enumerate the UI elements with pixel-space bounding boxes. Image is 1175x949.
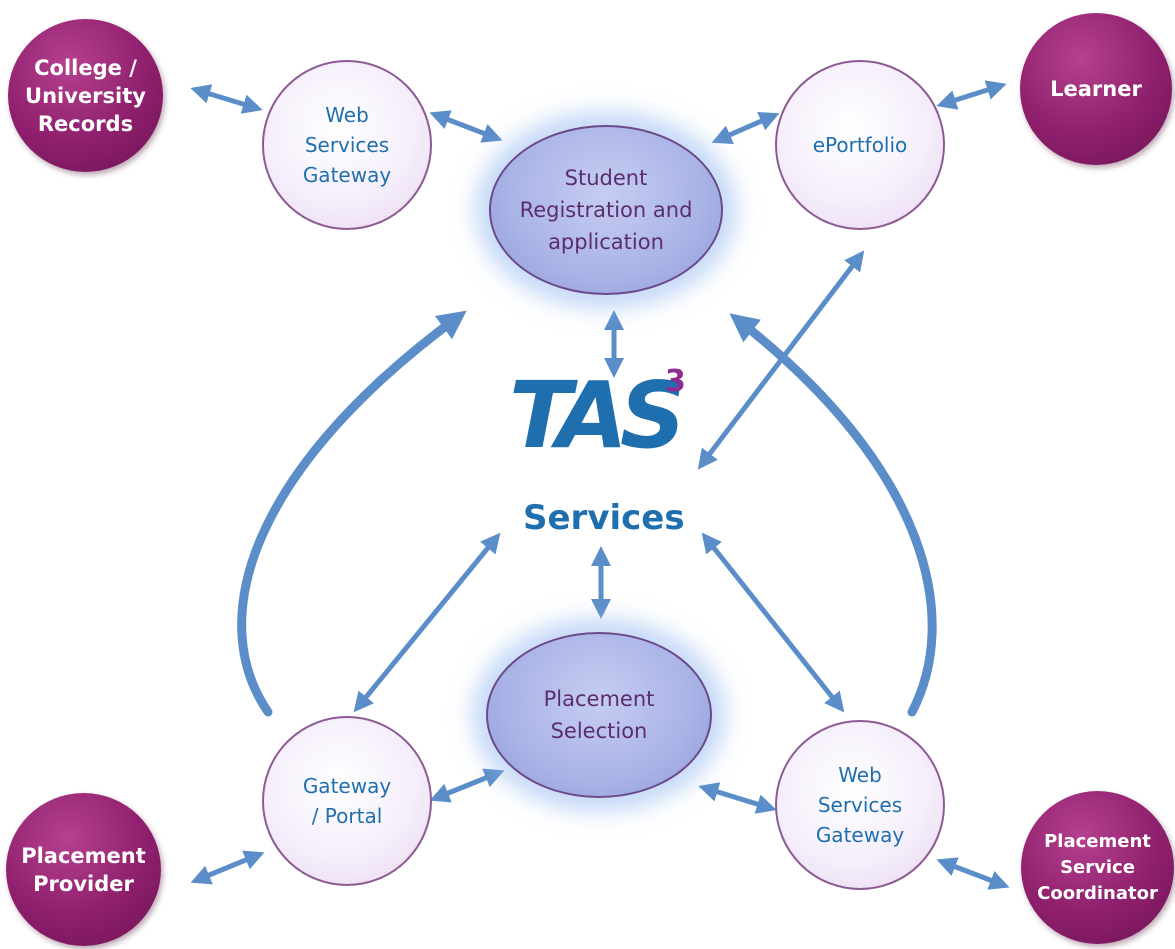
arrow-gateway-registration	[429, 110, 503, 143]
arrow-placement-webgateway	[698, 782, 777, 814]
web-services-gateway-bottom-label: Web Services Gateway	[815, 763, 905, 847]
gateway-portal-label: Gateway / Portal	[302, 774, 392, 828]
tas3-logo-letters: TAS	[509, 362, 686, 469]
placement-coordinator-label: Placement Service Coordinator	[1037, 830, 1158, 904]
placement-selection-node: Placement Selection	[486, 632, 712, 798]
college-records-node: College / University Records	[8, 19, 163, 172]
web-services-gateway-top-node: Web Services Gateway	[262, 60, 432, 230]
arrow-tas3-portal	[353, 532, 501, 713]
student-registration-label: Student Registration and application	[519, 166, 693, 254]
placement-provider-label: Placement Provider	[21, 843, 146, 896]
arrow-eportfolio-learner	[936, 80, 1007, 110]
placement-coordinator-node: Placement Service Coordinator	[1021, 791, 1174, 944]
placement-provider-node: Placement Provider	[6, 793, 161, 946]
web-services-gateway-top-label: Web Services Gateway	[302, 103, 392, 187]
arrow-webgateway-coordinator	[936, 857, 1010, 890]
college-records-label: College / University Records	[25, 55, 146, 136]
arrow-registration-eportfolio	[711, 112, 780, 144]
learner-node: Learner	[1020, 13, 1172, 165]
arrow-portal-placement	[429, 768, 505, 803]
tas3-logo-superscript: 3	[665, 364, 686, 399]
tas3-logo-caption: Services	[523, 498, 685, 538]
arrow-provider-portal	[190, 850, 265, 885]
learner-label: Learner	[1050, 77, 1142, 101]
curve-portal-registration	[237, 310, 467, 717]
arrow-tas3-webgateway	[701, 532, 845, 713]
arrow-college-gateway	[190, 84, 263, 114]
placement-selection-label: Placement Selection	[543, 687, 655, 743]
curve-webgateway-registration	[729, 313, 937, 717]
web-services-gateway-bottom-node: Web Services Gateway	[775, 720, 945, 890]
eportfolio-node: ePortfolio	[775, 60, 945, 230]
eportfolio-label: ePortfolio	[812, 133, 908, 157]
tas3-logo: TAS 3 Services	[505, 356, 705, 546]
gateway-portal-node: Gateway / Portal	[262, 716, 432, 886]
student-registration-node: Student Registration and application	[489, 125, 723, 295]
